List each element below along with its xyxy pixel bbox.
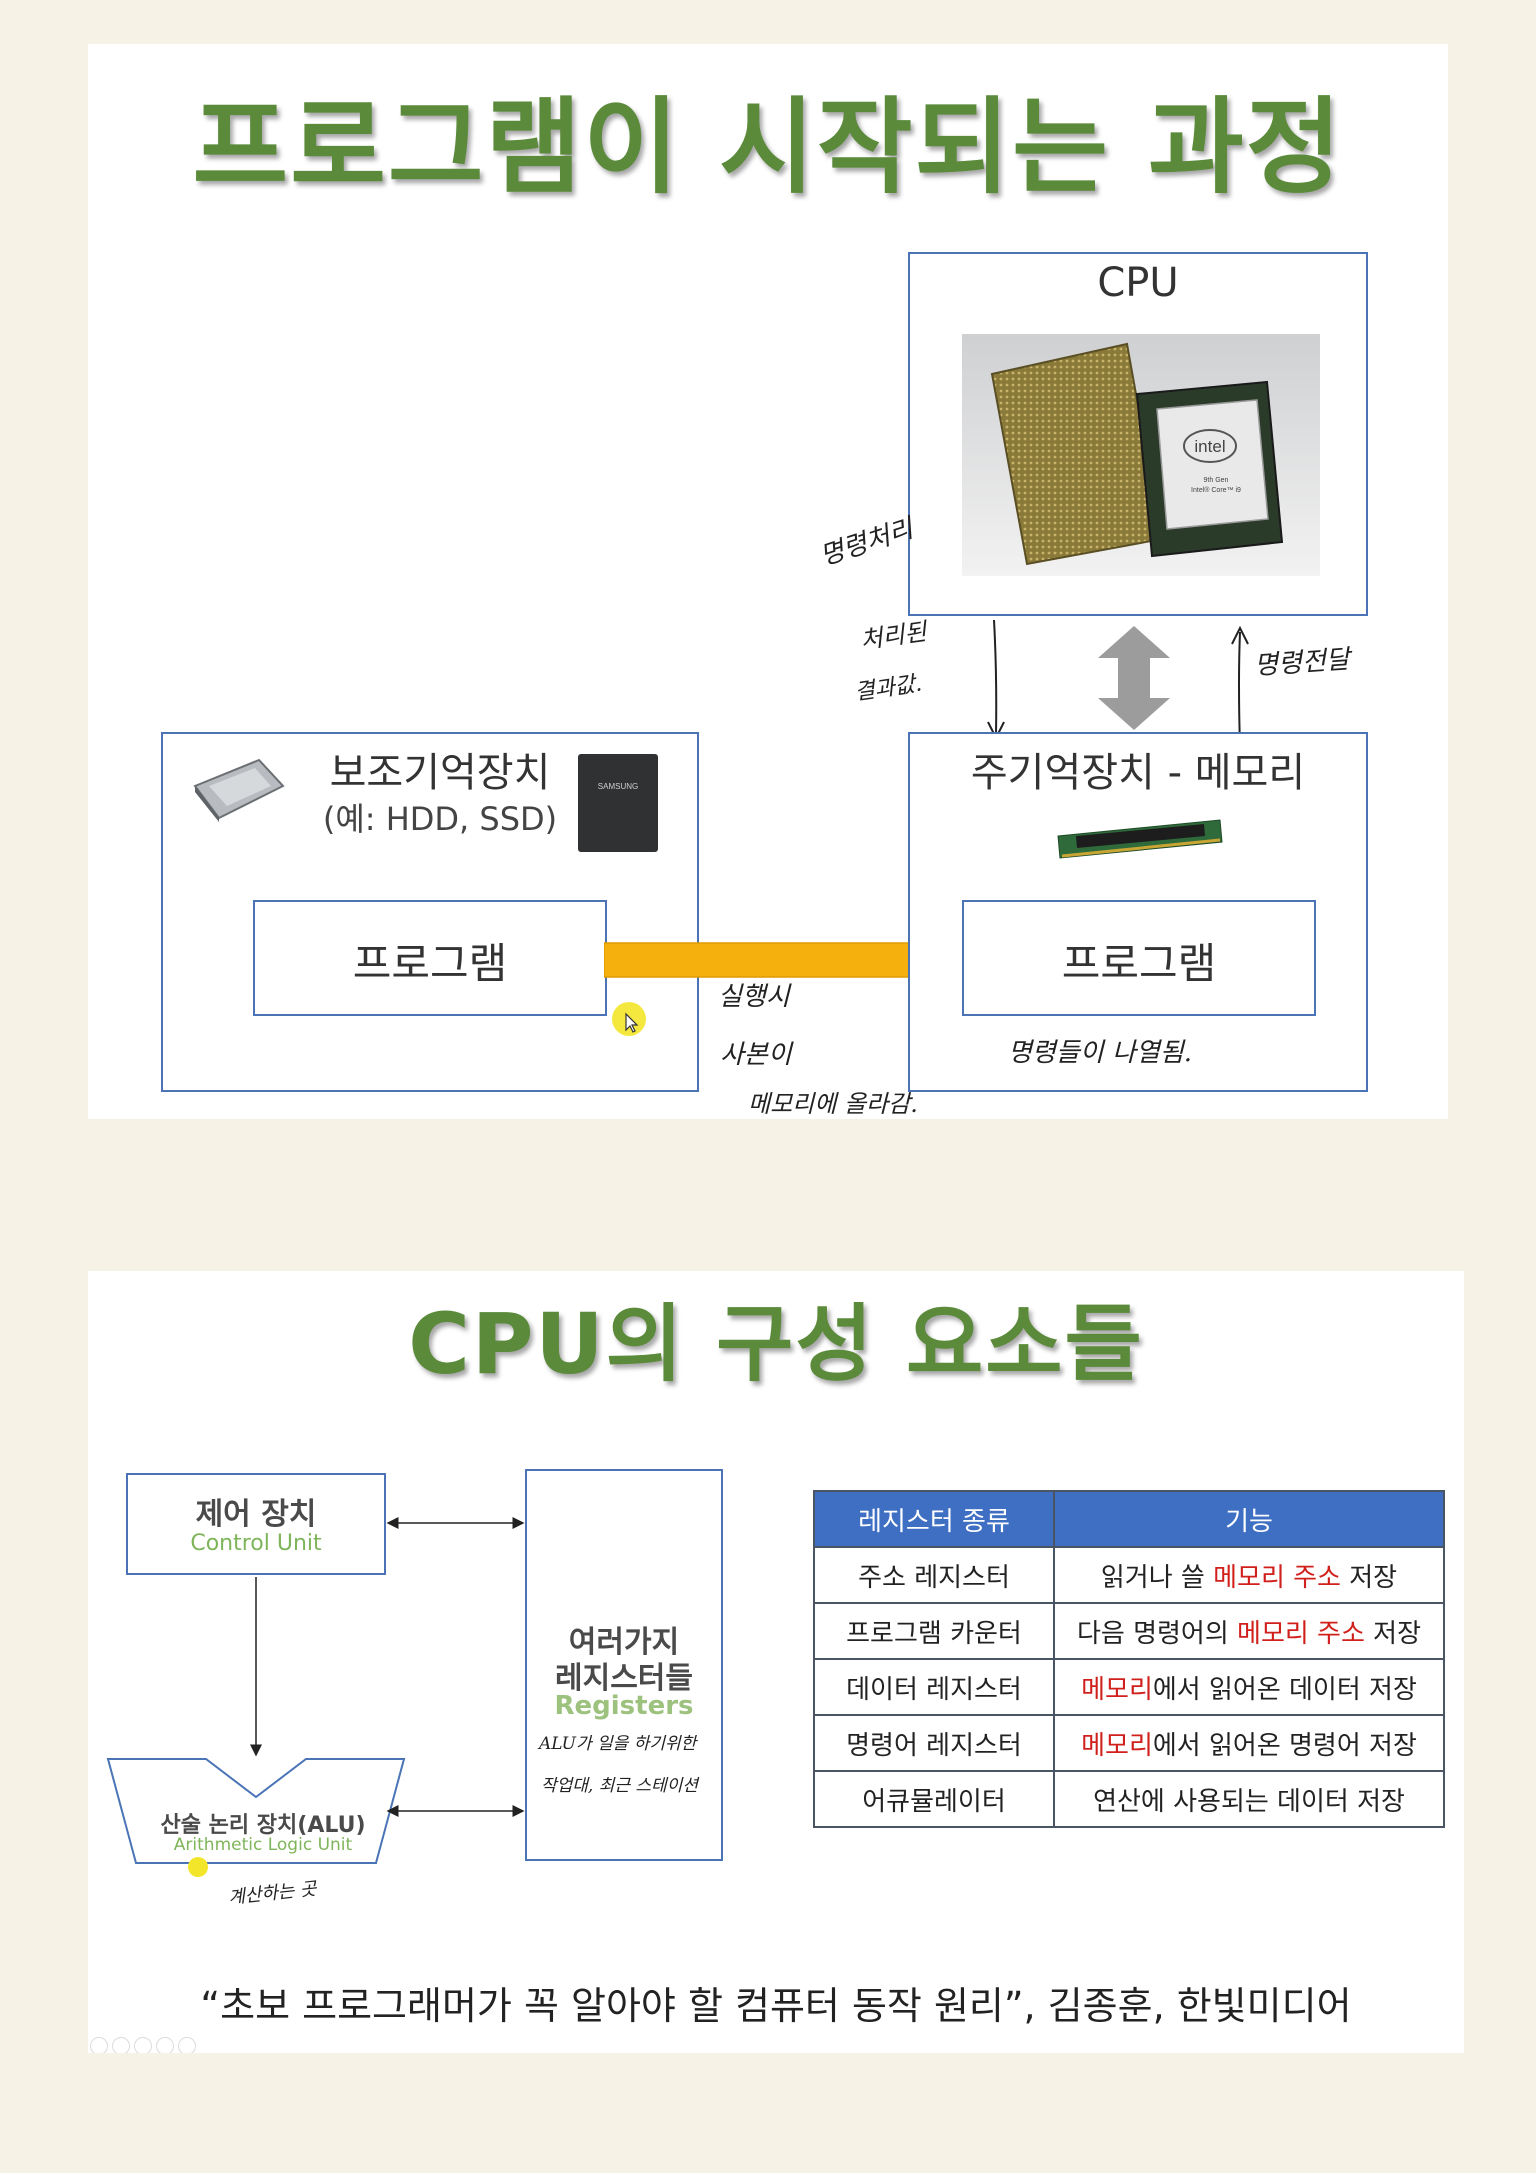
program-box-memory: 프로그램 [962, 900, 1316, 1016]
control-icon[interactable] [134, 2037, 152, 2053]
ram-image [1054, 816, 1226, 860]
cpu-memory-bidirectional-arrow [1098, 626, 1170, 730]
program-box-storage: 프로그램 [253, 900, 607, 1016]
table-cell-name: 프로그램 카운터 [813, 1602, 1055, 1660]
control-icon[interactable] [156, 2037, 174, 2053]
alu-label-ko: 산술 논리 장치(ALU) [160, 1813, 366, 1838]
mouse-cursor-icon [625, 1012, 639, 1033]
note-processed-result-1: 처리된 [858, 617, 929, 655]
table-row: 명령어 레지스터 메모리에서 읽어온 명령어 저장 [813, 1714, 1445, 1772]
registers-label-ko-1: 여러가지 [568, 1625, 680, 1660]
table-cell-name: 주소 레지스터 [813, 1546, 1055, 1604]
table-header-function: 기능 [1053, 1490, 1445, 1548]
secondary-storage-label: 보조기억장치 [329, 750, 551, 796]
ram-stick-icon [1057, 819, 1223, 859]
function-text: 다음 명령어의 [1076, 1618, 1238, 1649]
table-cell-name: 명령어 레지스터 [813, 1714, 1055, 1772]
control-icon[interactable] [178, 2037, 196, 2053]
chip-brand-text: intel [1194, 437, 1225, 456]
connector-arrows [250, 1517, 525, 1817]
function-text: 에서 읽어온 데이터 저장 [1152, 1674, 1417, 1705]
note-instruction-deliver: 명령전달 [1253, 644, 1351, 682]
function-text: 연산에 사용되는 데이터 저장 [1093, 1786, 1405, 1817]
table-row: 프로그램 카운터 다음 명령어의 메모리 주소 저장 [813, 1602, 1445, 1660]
table-cell-name: 데이터 레지스터 [813, 1658, 1055, 1716]
note-instruction-process: 명령처리 [816, 513, 917, 572]
function-text: 저장 [1364, 1618, 1422, 1649]
registers-box: 여러가지 레지스터들 Registers ALU가 일을 하기위한 작업대, 최… [525, 1469, 723, 1861]
cpu-box: CPU intel 9th Gen Intel® Core™ i9 [908, 252, 1368, 616]
hdd-icon [193, 758, 285, 822]
alu-label-en: Arithmetic Logic Unit [173, 1835, 353, 1855]
control-icon[interactable] [112, 2037, 130, 2053]
function-highlight: 메모리 [1081, 1730, 1153, 1761]
function-highlight: 메모리 주소 [1237, 1618, 1365, 1649]
secondary-storage-sublabel: (예: HDD, SSD) [322, 800, 558, 838]
program-label-memory: 프로그램 [1061, 939, 1217, 988]
main-memory-box: 주기억장치 - 메모리 프로그램 명령들이 나열됨. [908, 732, 1368, 1092]
control-unit-label-en: Control Unit [190, 1531, 322, 1556]
registers-label-ko-2: 레지스터들 [555, 1661, 693, 1696]
note-processed-result-2: 결과값. [852, 671, 924, 706]
cpu-chip-image: intel 9th Gen Intel® Core™ i9 [962, 334, 1320, 576]
table-row: 어큐뮬레이터 연산에 사용되는 데이터 저장 [813, 1770, 1445, 1828]
slide2-title: CPU의 구성 요소들 [408, 1295, 1144, 1393]
chip-model-text: 9th Gen [1204, 477, 1229, 484]
secondary-storage-box: 보조기억장치 (예: HDD, SSD) SAMSUNG 프로그램 [161, 732, 699, 1092]
table-cell-function: 읽거나 쓸 메모리 주소 저장 [1053, 1546, 1445, 1604]
function-text: 에서 읽어온 명령어 저장 [1152, 1730, 1417, 1761]
table-cell-name: 어큐뮬레이터 [813, 1770, 1055, 1828]
slide-cpu-components: CPU의 구성 요소들 제어 장치 Control Unit 여러가지 레지스터… [88, 1271, 1464, 2053]
table-cell-function: 다음 명령어의 메모리 주소 저장 [1053, 1602, 1445, 1660]
note-on-run-3: 메모리에 올라감. [748, 1090, 918, 1118]
function-highlight: 메모리 주소 [1213, 1562, 1341, 1593]
citation: “초보 프로그래머가 꼭 알아야 할 컴퓨터 동작 원리”, 김종훈, 한빛미디… [200, 1984, 1352, 2028]
control-unit-label-ko: 제어 장치 [195, 1497, 317, 1532]
table-cell-function: 메모리에서 읽어온 명령어 저장 [1053, 1714, 1445, 1772]
slide-program-start: 프로그램이 시작되는 과정 CPU intel 9th Gen Intel® C… [88, 44, 1448, 1119]
handwritten-arrow-down [987, 619, 1005, 741]
table-row: 주소 레지스터 읽거나 쓸 메모리 주소 저장 [813, 1546, 1445, 1604]
main-memory-label: 주기억장치 - 메모리 [970, 750, 1306, 796]
hdd-image [189, 756, 285, 824]
table-header-type: 레지스터 종류 [813, 1490, 1055, 1548]
table-row: 데이터 레지스터 메모리에서 읽어온 데이터 저장 [813, 1658, 1445, 1716]
ssd-brand-text: SAMSUNG [597, 782, 639, 791]
cpu-label: CPU [1097, 260, 1179, 306]
player-controls[interactable] [90, 2037, 196, 2053]
program-label-storage: 프로그램 [352, 939, 508, 988]
note-instructions-stored: 명령들이 나열됨. [1008, 1038, 1192, 1068]
register-table: 레지스터 종류 기능 주소 레지스터 읽거나 쓸 메모리 주소 저장 프로그램 … [813, 1490, 1445, 1828]
table-cell-function: 연산에 사용되는 데이터 저장 [1053, 1770, 1445, 1828]
table-cell-function: 메모리에서 읽어온 데이터 저장 [1053, 1658, 1445, 1716]
alu-shape [106, 1758, 406, 1864]
chip-model-text-2: Intel® Core™ i9 [1191, 486, 1241, 494]
slide1-title: 프로그램이 시작되는 과정 [192, 86, 1344, 208]
alu-cursor-highlight [188, 1857, 208, 1877]
registers-label-en: Registers [554, 1691, 694, 1721]
function-text: 읽거나 쓸 [1100, 1562, 1214, 1593]
function-text: 저장 [1340, 1562, 1398, 1593]
note-on-run-2: 사본이 [720, 1040, 792, 1070]
note-registers-1: ALU가 일을 하기위한 [539, 1734, 697, 1754]
note-on-run-1: 실행시 [718, 982, 790, 1012]
cpu-chip-graphic: intel 9th Gen Intel® Core™ i9 [990, 342, 1284, 566]
function-highlight: 메모리 [1081, 1674, 1153, 1705]
note-registers-2: 작업대, 최근 스테이션 [541, 1776, 698, 1796]
control-unit-box: 제어 장치 Control Unit [126, 1473, 386, 1575]
table-header-row: 레지스터 종류 기능 [813, 1490, 1445, 1548]
ssd-image: SAMSUNG [578, 754, 658, 852]
control-icon[interactable] [90, 2037, 108, 2053]
